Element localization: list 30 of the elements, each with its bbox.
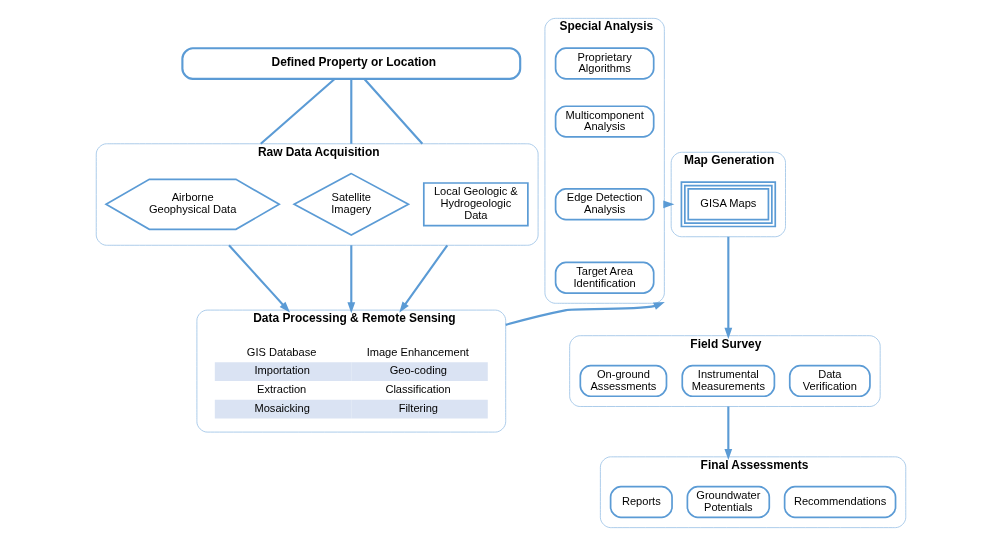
label: Classification bbox=[384, 383, 451, 396]
label: Mosaicking bbox=[253, 401, 310, 414]
label: GIS Database bbox=[246, 345, 316, 358]
node-box: Target Area Identification bbox=[554, 261, 655, 294]
connector bbox=[349, 79, 352, 144]
node-box: Groundwater Potentials bbox=[686, 485, 770, 519]
node-box: On-ground Assessments bbox=[578, 364, 667, 398]
label: Extraction bbox=[256, 383, 306, 396]
arrow bbox=[346, 245, 355, 314]
node-box: Instrumental Measurements bbox=[680, 364, 775, 398]
arrow bbox=[723, 406, 732, 461]
connector bbox=[259, 78, 335, 145]
node-box: Reports bbox=[609, 485, 673, 519]
node-box: Proprietary Algorithms bbox=[554, 47, 655, 80]
node-box: Recommendations bbox=[783, 485, 896, 519]
label: Image Enhancement bbox=[366, 345, 469, 358]
node-diamond: Satellite Imagery bbox=[291, 172, 410, 236]
node-box: Local Geologic & Hydrogeologic Data bbox=[422, 182, 529, 227]
node-box: Data Verification bbox=[788, 364, 871, 398]
arrow bbox=[227, 244, 290, 313]
label: Importation bbox=[253, 364, 310, 377]
node-box: Defined Property or Location bbox=[180, 47, 521, 80]
node-box: Multicomponent Analysis bbox=[554, 105, 655, 138]
arrow bbox=[398, 244, 448, 313]
connector bbox=[363, 78, 423, 145]
arrow bbox=[723, 236, 732, 339]
label: Geo-coding bbox=[389, 364, 447, 377]
label: Filtering bbox=[398, 401, 438, 414]
node-box: Edge Detection Analysis bbox=[554, 188, 655, 221]
arrow bbox=[504, 302, 665, 326]
